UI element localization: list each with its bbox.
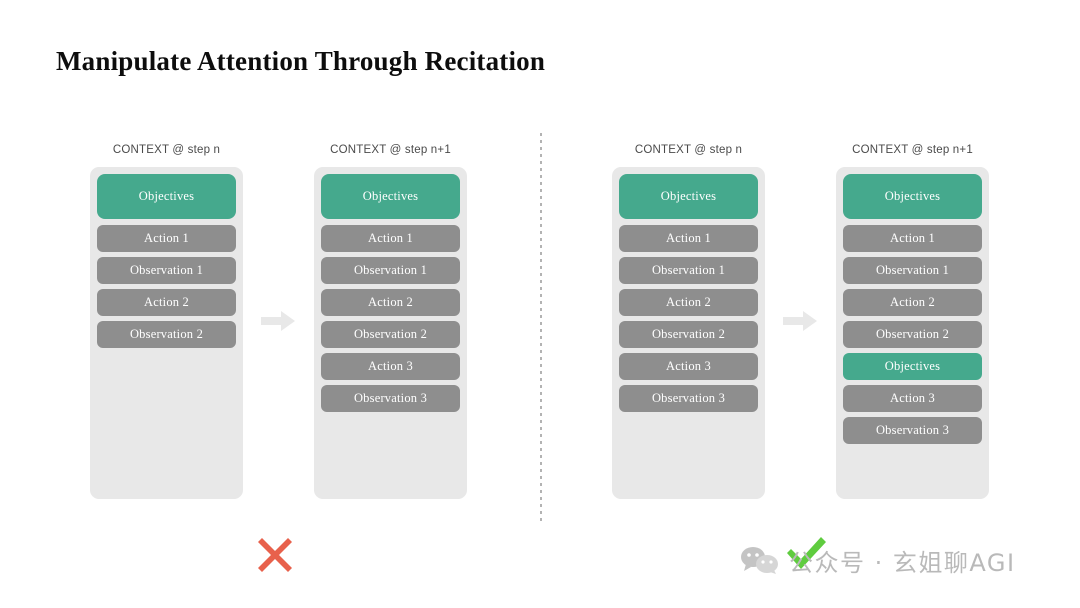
context-block-action-3: Action 3 — [619, 353, 758, 380]
context-block-observation-1: Observation 1 — [843, 257, 982, 284]
context-block-objectives: Objectives — [97, 174, 236, 219]
context-block-action-2: Action 2 — [97, 289, 236, 316]
context-block-observation-1: Observation 1 — [97, 257, 236, 284]
context-column-left-step-n-plus-1: CONTEXT @ step n+1 Objectives Action 1 O… — [314, 142, 467, 499]
context-column-right-step-n-plus-1: CONTEXT @ step n+1 Objectives Action 1 O… — [836, 142, 989, 499]
arrow-right-icon — [261, 311, 295, 331]
column-header: CONTEXT @ step n+1 — [852, 144, 973, 156]
column-header: CONTEXT @ step n+1 — [330, 144, 451, 156]
context-block-action-2: Action 2 — [843, 289, 982, 316]
column-header: CONTEXT @ step n — [112, 144, 221, 156]
watermark-text: 公众号 · 玄姐聊AGI — [789, 548, 1016, 577]
context-block-action-3: Action 3 — [321, 353, 460, 380]
context-block-objectives: Objectives — [619, 174, 758, 219]
context-stack: Objectives Action 1 Observation 1 Action… — [612, 167, 765, 499]
page-title: Manipulate Attention Through Recitation — [56, 46, 546, 76]
context-block-observation-1: Observation 1 — [321, 257, 460, 284]
context-block-action-2: Action 2 — [321, 289, 460, 316]
context-block-observation-2: Observation 2 — [321, 321, 460, 348]
context-block-objectives: Objectives — [843, 174, 982, 219]
context-stack: Objectives Action 1 Observation 1 Action… — [90, 167, 243, 499]
context-block-observation-2: Observation 2 — [619, 321, 758, 348]
cross-mark-icon — [256, 536, 294, 574]
context-block-action-1: Action 1 — [97, 225, 236, 252]
context-block-observation-3: Observation 3 — [619, 385, 758, 412]
context-block-objectives-recited: Objectives — [843, 353, 982, 380]
vertical-dotted-divider — [540, 133, 542, 525]
context-column-right-step-n: CONTEXT @ step n Objectives Action 1 Obs… — [612, 142, 765, 499]
arrow-right-icon — [783, 311, 817, 331]
column-header: CONTEXT @ step n — [634, 144, 743, 156]
context-block-action-2: Action 2 — [619, 289, 758, 316]
context-column-left-step-n: CONTEXT @ step n Objectives Action 1 Obs… — [90, 142, 243, 499]
context-block-action-3: Action 3 — [843, 385, 982, 412]
context-stack: Objectives Action 1 Observation 1 Action… — [836, 167, 989, 499]
context-block-observation-3: Observation 3 — [321, 385, 460, 412]
context-block-observation-2: Observation 2 — [843, 321, 982, 348]
check-mark-icon — [784, 534, 828, 574]
wechat-icon — [740, 546, 780, 574]
context-block-action-1: Action 1 — [619, 225, 758, 252]
context-block-action-1: Action 1 — [843, 225, 982, 252]
context-block-action-1: Action 1 — [321, 225, 460, 252]
context-block-observation-1: Observation 1 — [619, 257, 758, 284]
watermark: 公众号 · 玄姐聊AGI — [740, 540, 1016, 580]
context-stack: Objectives Action 1 Observation 1 Action… — [314, 167, 467, 499]
context-block-observation-3: Observation 3 — [843, 417, 982, 444]
context-block-observation-2: Observation 2 — [97, 321, 236, 348]
context-block-objectives: Objectives — [321, 174, 460, 219]
